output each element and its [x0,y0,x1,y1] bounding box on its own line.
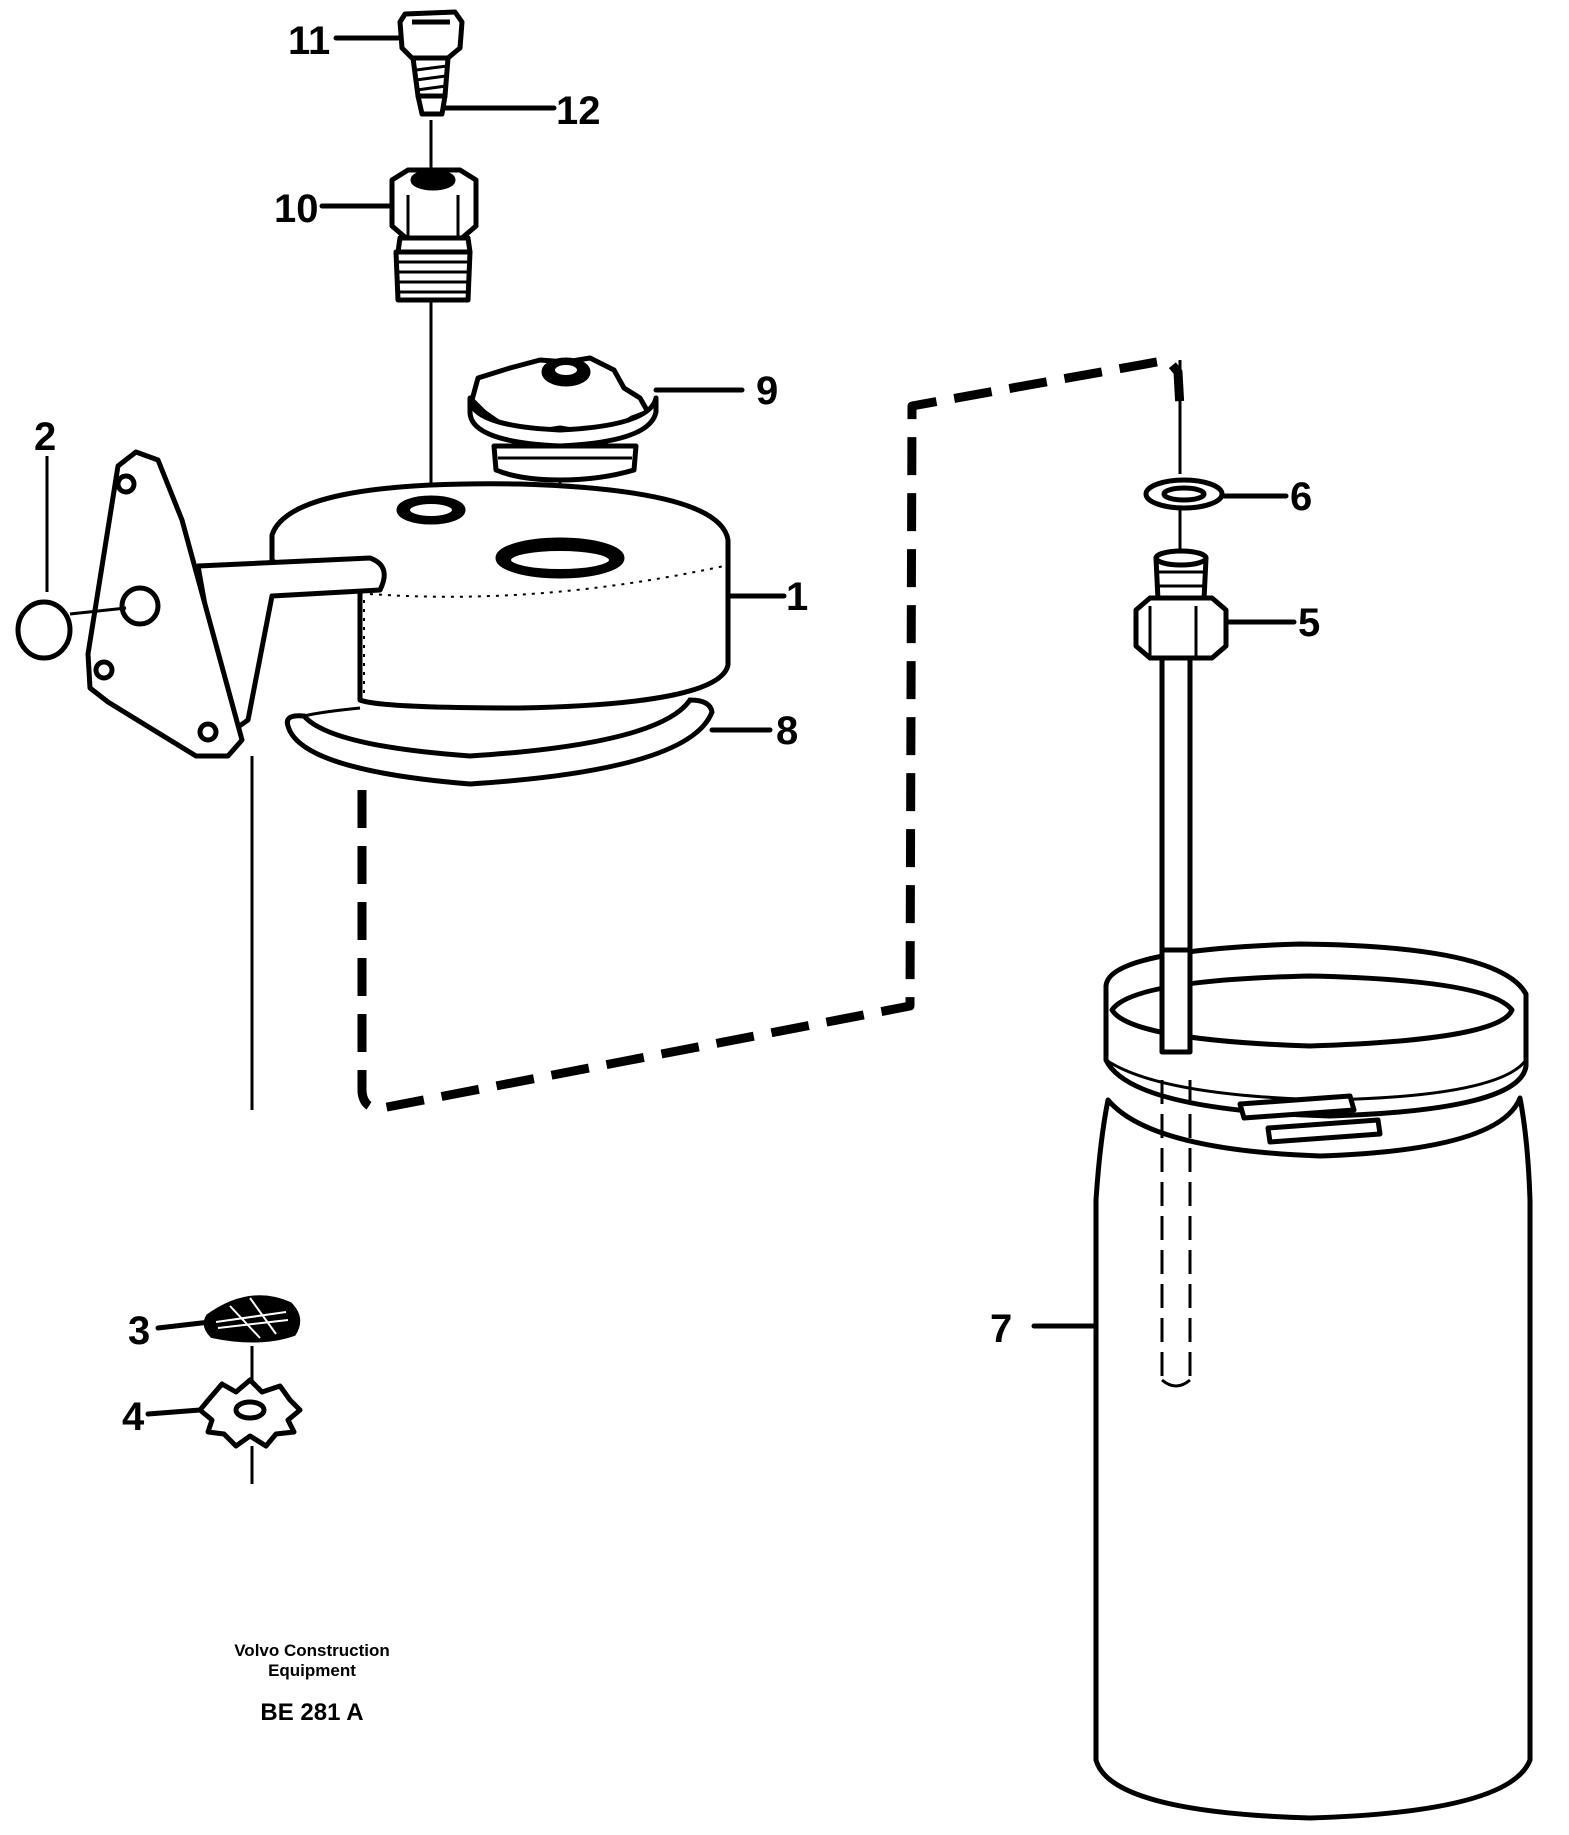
callout-6: 6 [1290,475,1312,519]
callout-11: 11 [288,19,330,63]
part-9-filler-cap [467,355,659,558]
callout-4: 4 [122,1395,145,1439]
callout-5: 5 [1298,601,1320,645]
part-8-sealing-ring [284,697,715,787]
part-11-bleed-screw [397,9,465,117]
part-7-filter-bowl [1093,941,1533,1821]
leader-4 [145,1407,203,1417]
leader-3 [155,1319,213,1331]
assembly-dashed-outline [357,355,1185,1113]
part-2-plug [15,456,127,661]
part-1-filter-housing [85,449,731,1110]
callout-1: 1 [786,575,808,619]
caption-company: Volvo Construction [234,1641,390,1660]
callout-10: 10 [274,187,319,231]
part-4-lock-washer [197,1377,303,1484]
leader-lines [145,35,1297,1417]
caption-block: Volvo Construction Equipment BE 281 A [234,1641,390,1726]
part-10-union-nipple [389,120,479,500]
part-3-strainer [203,1295,301,1384]
callout-3: 3 [128,1309,150,1353]
callout-9: 9 [756,369,778,413]
callout-8: 8 [776,709,798,753]
drawing-code: BE 281 A [260,1699,363,1726]
part-6-washer [1143,360,1225,550]
callout-12: 12 [556,89,601,133]
caption-division: Equipment [268,1661,356,1680]
callout-labels: 11 12 10 9 2 1 8 6 5 7 3 4 [34,19,1320,1439]
callout-2: 2 [34,415,56,459]
callout-7: 7 [990,1307,1012,1351]
